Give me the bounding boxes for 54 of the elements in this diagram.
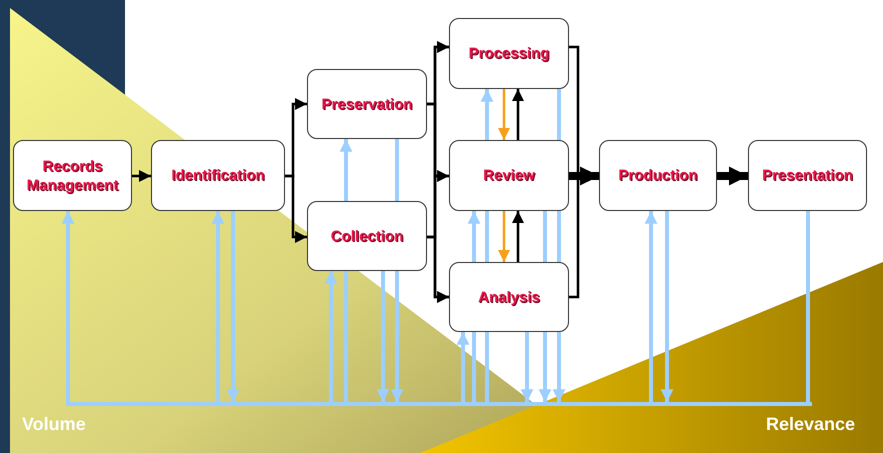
arrow (538, 332, 552, 402)
arrow (498, 89, 510, 140)
box-label: Collection (330, 226, 404, 246)
connector-line (472, 332, 476, 402)
arrow (480, 89, 494, 140)
box-label: Review (483, 166, 535, 185)
box-label: Identification (171, 166, 265, 185)
arrow (62, 211, 74, 402)
feedback-bar (66, 402, 812, 406)
box-label: Records Management (26, 156, 120, 194)
arrow (660, 211, 674, 402)
connector-line (543, 211, 547, 262)
process-box (449, 18, 569, 89)
axis-label: Relevance (766, 414, 856, 435)
process-box (449, 262, 569, 332)
connector-line (557, 89, 561, 140)
arrow (340, 139, 352, 201)
arrow (324, 271, 338, 402)
arrow (226, 211, 240, 402)
arrow (427, 236, 449, 303)
box-label: Analysis (478, 288, 540, 306)
connector-line (344, 271, 348, 402)
arrow (498, 211, 510, 262)
box-label: Preservation (322, 94, 412, 114)
process-box (13, 140, 132, 211)
box-label: Presentation (762, 166, 853, 185)
arrow (569, 166, 599, 186)
arrow (212, 211, 224, 402)
arrow (644, 211, 658, 402)
box-label: Production (618, 166, 698, 185)
arrow (456, 332, 470, 402)
arrow (390, 271, 404, 402)
arrow (512, 89, 524, 140)
arrow (376, 271, 390, 402)
arrow (468, 211, 480, 262)
connector-line (557, 211, 561, 262)
box-label: Processing (468, 44, 550, 63)
connector-line (395, 139, 399, 201)
connector-line (485, 332, 489, 402)
arrow (717, 166, 748, 186)
process-box (151, 140, 285, 211)
process-box (307, 69, 427, 139)
arrow (285, 174, 307, 243)
arrow (132, 170, 151, 182)
process-box (449, 140, 569, 211)
process-box (748, 140, 867, 211)
axis-label: Volume (22, 414, 86, 435)
process-box (599, 140, 717, 211)
arrow (512, 211, 524, 262)
arrow (552, 332, 566, 402)
arrow (520, 332, 534, 402)
process-box (307, 201, 427, 271)
connector-line (806, 211, 810, 402)
connector-line (485, 211, 489, 262)
